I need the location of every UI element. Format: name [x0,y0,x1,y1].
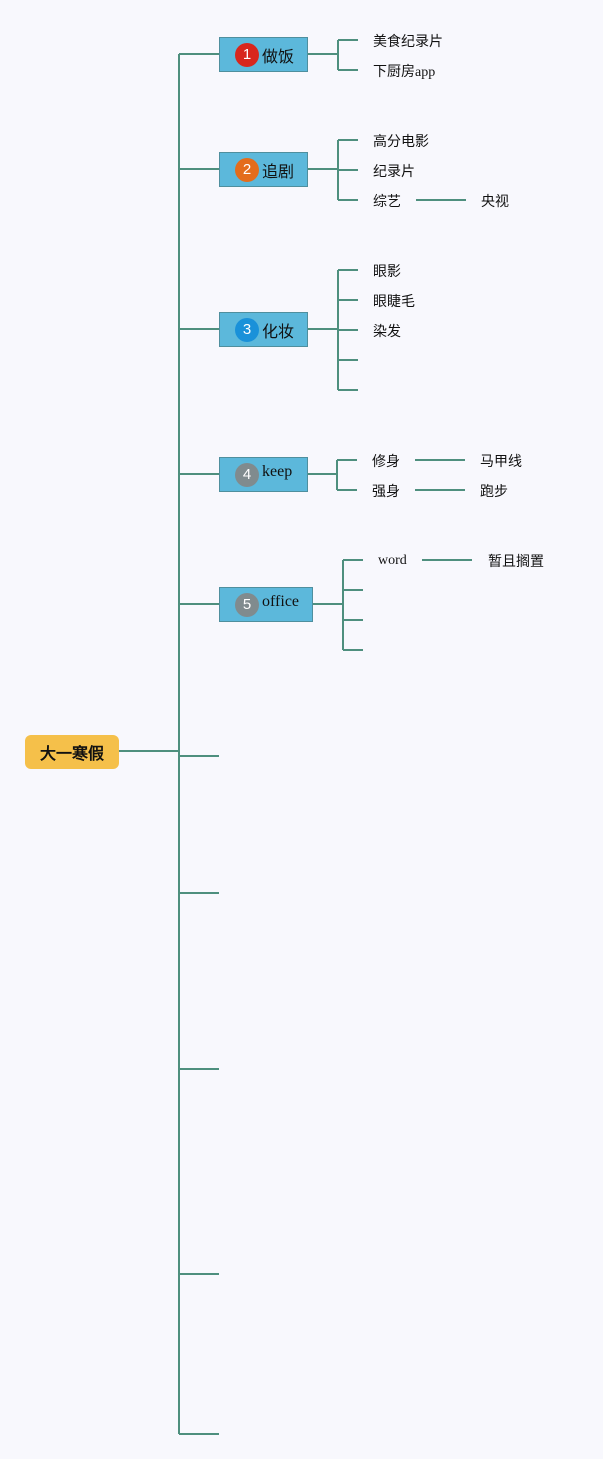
subtopic-ab-lines[interactable]: 马甲线 [480,454,522,470]
subtopic-eyeshadow[interactable]: 眼影 [373,264,401,280]
number-5-badge: 5 [235,592,259,617]
number-1-badge: 1 [235,42,259,67]
subtopic-body-shaping[interactable]: 修身 [372,454,400,470]
topic-office[interactable]: 5 office [219,587,313,622]
topic-keep[interactable]: 4 keep [219,457,308,492]
topic-cooking[interactable]: 1 做饭 [219,37,308,72]
topic-2-children-bracket [308,139,358,201]
subtopic-hair-dye[interactable]: 染发 [373,324,401,340]
number-3-badge: 3 [235,317,259,342]
subtopic-on-hold[interactable]: 暂且搁置 [488,554,544,570]
topic-5-children-bracket [313,559,363,651]
subtopic-running[interactable]: 跑步 [480,484,508,500]
subtopic-xiachufang-app[interactable]: 下厨房app [373,65,436,80]
topic-makeup[interactable]: 3 化妆 [219,312,308,347]
subtopic-food-documentary[interactable]: 美食纪录片 [373,34,443,50]
subtopic-eyelashes[interactable]: 眼睫毛 [373,294,415,310]
topic-label: office [262,592,300,610]
topic-3-children-bracket [308,269,358,391]
subtopic-top-movies[interactable]: 高分电影 [373,134,429,150]
topic-label: 化妆 [262,321,295,341]
number-2-badge: 2 [235,157,259,182]
subtopic-fitness[interactable]: 强身 [372,484,400,500]
subtopic-cctv[interactable]: 央视 [481,194,509,210]
number-4-badge: 4 [235,462,259,487]
root-topic[interactable]: 大一寒假 [25,735,119,769]
topic-label: 做饭 [262,46,295,66]
topic-1-children-bracket [308,39,358,71]
topic-label: 追剧 [262,161,295,181]
topic-4-children-bracket [307,459,357,491]
topic-label: keep [262,462,293,480]
subtopic-word[interactable]: word [378,553,407,568]
subtopic-documentary[interactable]: 纪录片 [373,164,415,180]
subtopic-variety-show[interactable]: 综艺 [373,194,401,210]
topic-watching-shows[interactable]: 2 追剧 [219,152,308,187]
